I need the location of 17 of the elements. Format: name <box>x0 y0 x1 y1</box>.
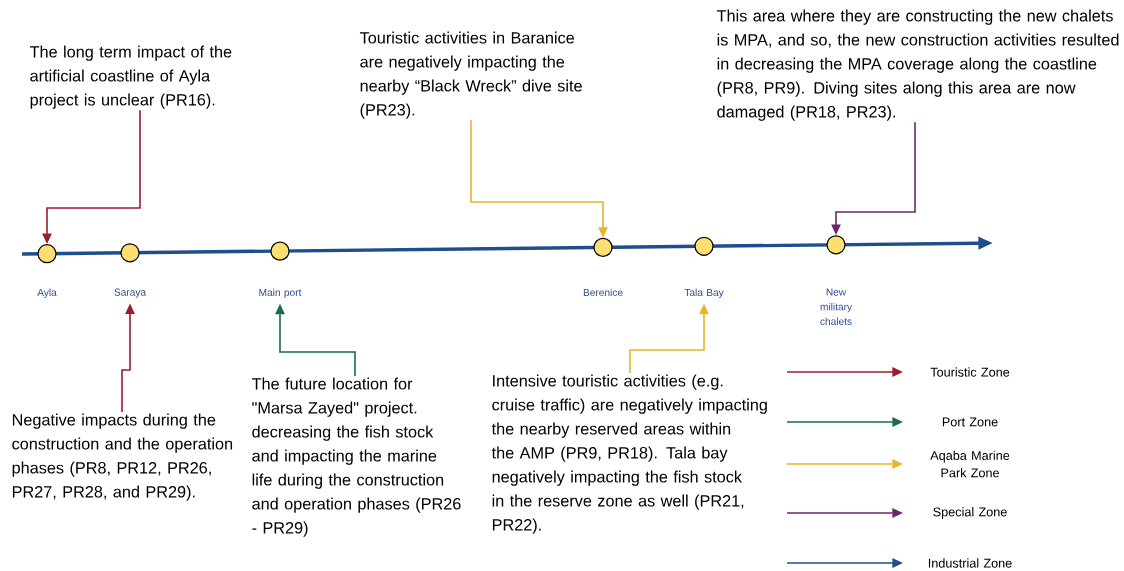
callout-text: Touristic activities in Baranice are negatively impacting the nearby “Black Wreck” dive site (PR23). <box>359 31 582 119</box>
legend-label: Aqaba Marine Park Zone <box>930 450 1010 478</box>
legend-label: Industrial Zone <box>928 558 1012 568</box>
place-label: Ayla <box>37 288 57 299</box>
callout-text: This area where they are constructing the new chalets is MPA, and so, the new construction activities resulted in decreasing the MPA coverage along the coastline (PR8, PR9). Diving sites along this area are now damaged (PR18, PR23). <box>716 9 1119 121</box>
callout-text: The future location for "Marsa Zayed" project. decreasing the fish stock and impacting the marine life during the construction and operation phases (PR26 - PR29) <box>251 377 461 537</box>
legend-label: Port Zone <box>942 417 998 427</box>
place-label: Berenice <box>583 288 623 297</box>
legend-label: Special Zone <box>933 507 1007 519</box>
legend-label: Touristic Zone <box>930 367 1010 377</box>
place-label: Tala Bay <box>684 288 724 299</box>
callout-text: Intensive touristic activities (e.g. cruise traffic) are negatively impacting the nearby reserved areas within the AMP (PR9, PR18). Tala bay negatively impacting the fish stock in the reserve zone as well (PR21, PR22). <box>491 374 767 534</box>
place-label: Main port <box>259 288 302 299</box>
place-label: Saraya <box>114 288 147 298</box>
callout-text: Negative impacts during the construction and the operation phases (PR8, PR12, PR26, PR27, PR28, and PR29). <box>12 413 233 501</box>
place-label: New military chalets <box>820 288 853 325</box>
callout-text: The long term impact of the artificial coastline of Ayla project is unclear (PR16). <box>29 45 232 109</box>
